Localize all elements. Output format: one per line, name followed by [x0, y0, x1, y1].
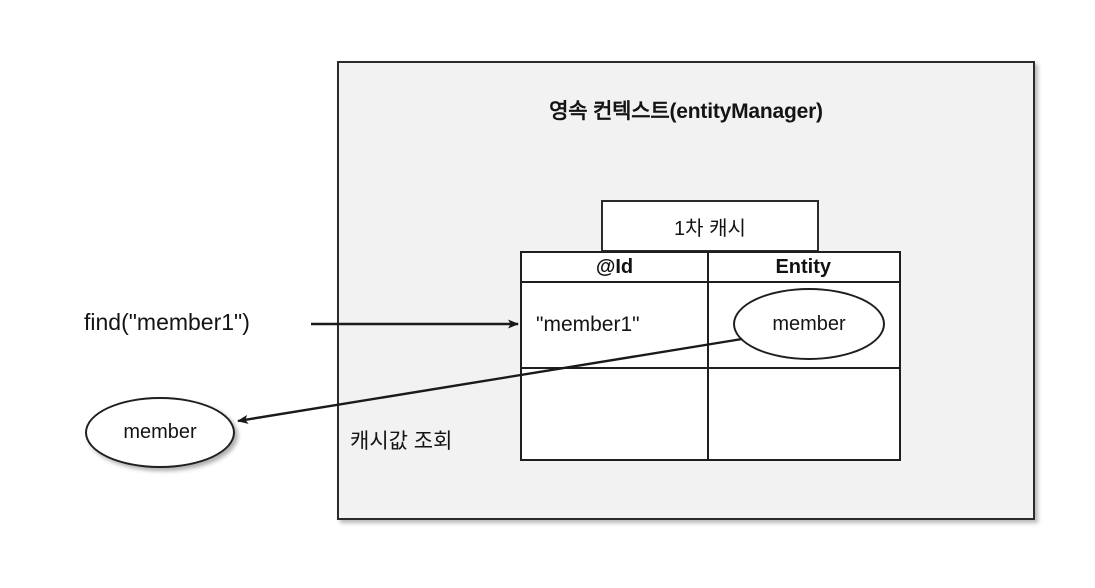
cell-id-empty [522, 369, 709, 459]
entity-ellipse-member: member [733, 288, 885, 360]
cell-entity-empty [709, 369, 899, 459]
persistence-context-title: 영속 컨텍스트(entityManager) [549, 100, 823, 123]
result-ellipse-label: member [123, 421, 197, 443]
find-call-label: find("member1") [84, 309, 250, 335]
first-level-cache-table: @Id Entity "member1" [520, 251, 901, 461]
cell-id-member1: "member1" [522, 283, 709, 367]
table-header-row: @Id Entity [522, 253, 899, 283]
table-header-id: @Id [522, 253, 709, 281]
entity-ellipse-label: member [772, 312, 846, 335]
table-row [522, 369, 899, 459]
first-level-cache-caption: 1차 캐시 [601, 200, 819, 252]
first-level-cache-label: 1차 캐시 [674, 217, 746, 240]
table-header-entity: Entity [775, 255, 832, 278]
cache-read-label: 캐시값 조회 [350, 430, 453, 453]
result-ellipse-member: member [85, 397, 235, 468]
